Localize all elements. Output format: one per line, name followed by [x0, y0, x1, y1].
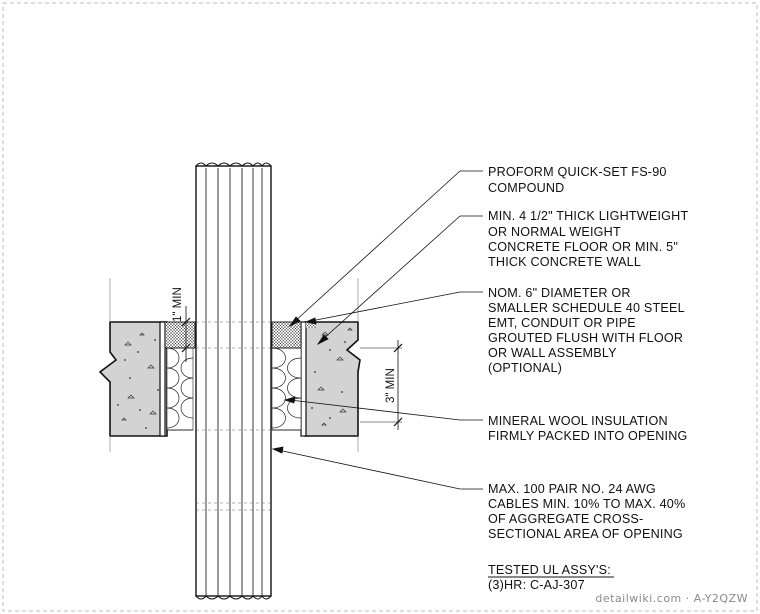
callout-mineral-wool: MINERAL WOOL INSULATION FIRMLY PACKED IN… — [488, 414, 688, 443]
tested-heading: TESTED UL ASSY'S: — [488, 563, 611, 577]
watermark: detailwiki.com · A-Y2QZW — [595, 592, 748, 605]
callout-steel-sleeve: NOM. 6" DIAMETER OR SMALLER SCHEDULE 40 … — [488, 286, 688, 375]
callout-cables: MAX. 100 PAIR NO. 24 AWG CABLES MIN. 10%… — [488, 482, 689, 541]
dimension-3in-label: 3" MIN — [385, 368, 397, 403]
concrete-slab-left — [98, 321, 168, 437]
callout-firestop-compound: PROFORM QUICK-SET FS-90 COMPOUND — [488, 165, 670, 195]
tested-value: (3)HR: C-AJ-307 — [488, 578, 585, 592]
dimension-3in-min: 3" MIN — [360, 340, 403, 430]
cable-bundle — [195, 162, 272, 600]
mineral-wool-right — [271, 347, 302, 431]
leader-lines — [271, 170, 483, 490]
compound-at-sleeve — [306, 322, 316, 328]
concrete-slab-right — [304, 321, 361, 437]
dimension-1in-label: 1" MIN — [172, 287, 184, 322]
callout-concrete-floor: MIN. 4 1/2" THICK LIGHTWEIGHT OR NORMAL … — [488, 209, 692, 269]
dimension-1in-min: 1" MIN — [172, 287, 191, 362]
firestop-compound-left — [164, 321, 196, 349]
firestop-compound-right — [271, 321, 302, 349]
mineral-wool-left — [166, 347, 194, 431]
